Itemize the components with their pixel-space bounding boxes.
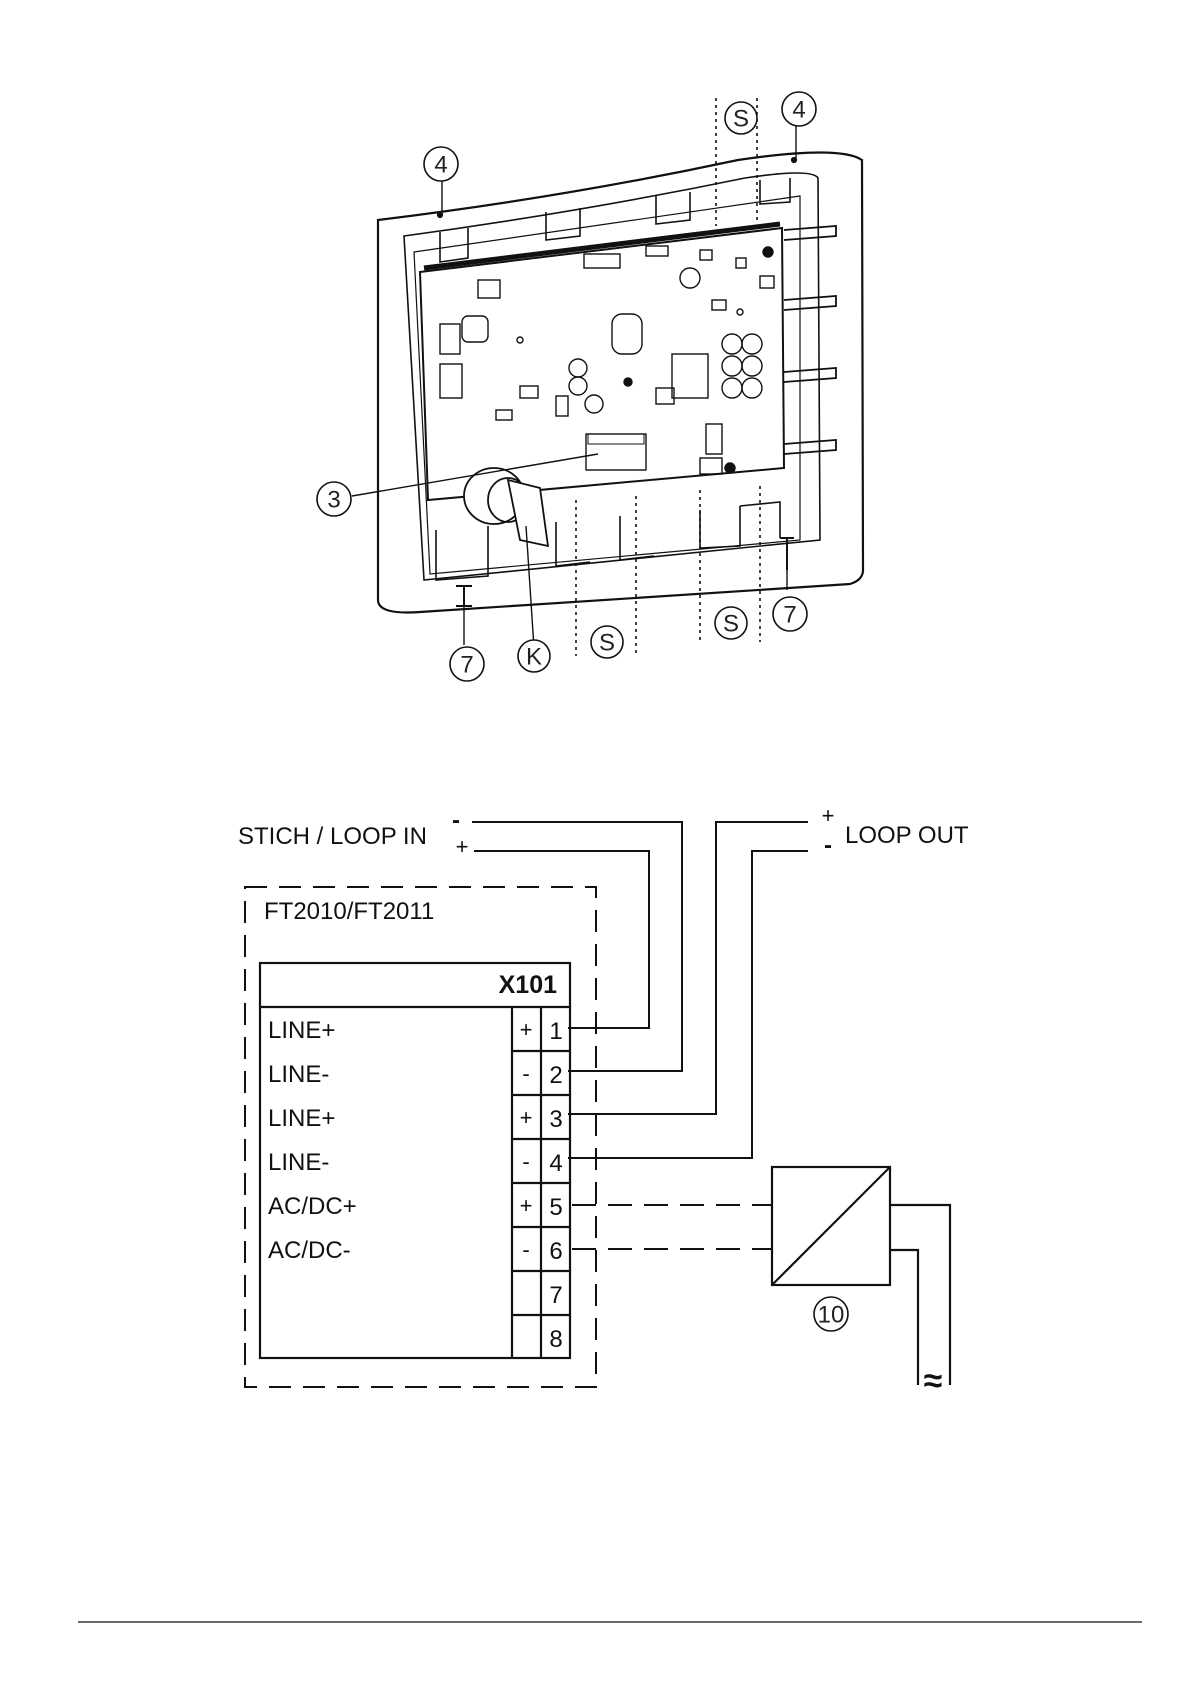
loop-in-plus: + bbox=[456, 834, 469, 859]
svg-text:LINE+: LINE+ bbox=[268, 1105, 335, 1132]
callout-cable-top: S bbox=[725, 102, 757, 134]
terminal-row: 7 bbox=[549, 1282, 562, 1309]
callout-cable-bottom-right: S bbox=[715, 607, 747, 639]
svg-text:4: 4 bbox=[434, 152, 447, 179]
wiring-diagram: STICH / LOOP IN - + + - LOOP OUT FT2010/… bbox=[238, 803, 969, 1400]
callout-terminal-block: 3 bbox=[317, 482, 351, 516]
svg-text:10: 10 bbox=[818, 1302, 845, 1329]
callout-cable-bottom-left: S bbox=[591, 626, 623, 658]
svg-text:5: 5 bbox=[549, 1194, 562, 1221]
module-name: FT2010/FT2011 bbox=[264, 898, 434, 925]
svg-text:S: S bbox=[733, 106, 749, 133]
terminal-row: AC/DC- - 6 bbox=[268, 1237, 563, 1265]
terminal-row: LINE- - 4 bbox=[268, 1149, 563, 1177]
terminal-row: LINE+ + 3 bbox=[268, 1105, 563, 1133]
svg-text:2: 2 bbox=[549, 1062, 562, 1089]
svg-text:8: 8 bbox=[549, 1326, 562, 1353]
svg-text:+: + bbox=[520, 1017, 533, 1042]
svg-text:7: 7 bbox=[783, 602, 796, 629]
svg-text:+: + bbox=[520, 1193, 533, 1218]
power-wires bbox=[572, 1205, 772, 1249]
connector-name: X101 bbox=[499, 971, 557, 999]
svg-text:K: K bbox=[526, 644, 542, 671]
svg-text:-: - bbox=[522, 1149, 529, 1174]
loop-out-plus: + bbox=[822, 803, 835, 828]
svg-text:LINE-: LINE- bbox=[268, 1149, 329, 1176]
svg-text:S: S bbox=[723, 611, 739, 638]
loop-in-label: STICH / LOOP IN bbox=[238, 823, 427, 850]
callout-mount-bottom-right: 7 bbox=[773, 597, 807, 631]
terminal-row: AC/DC+ + 5 bbox=[268, 1193, 563, 1221]
svg-text:4: 4 bbox=[549, 1150, 562, 1177]
terminal-row: LINE+ + 1 bbox=[268, 1017, 563, 1045]
callout-power-supply: 10 bbox=[814, 1297, 848, 1331]
svg-text:+: + bbox=[520, 1105, 533, 1130]
svg-text:7: 7 bbox=[460, 652, 473, 679]
callout-key-switch: K bbox=[518, 640, 550, 672]
callout-mount-top-left: 4 bbox=[424, 147, 458, 181]
svg-text:3: 3 bbox=[327, 487, 340, 514]
loop-out-minus: - bbox=[824, 832, 832, 859]
svg-text:LINE-: LINE- bbox=[268, 1061, 329, 1088]
loop-out-label: LOOP OUT bbox=[845, 822, 969, 849]
svg-text:4: 4 bbox=[792, 97, 805, 124]
callout-mount-bottom-left: 7 bbox=[450, 647, 484, 681]
svg-text:6: 6 bbox=[549, 1238, 562, 1265]
svg-text:AC/DC-: AC/DC- bbox=[268, 1237, 351, 1264]
device-illustration bbox=[378, 153, 863, 613]
svg-text:3: 3 bbox=[549, 1106, 562, 1133]
svg-text:1: 1 bbox=[549, 1018, 562, 1045]
terminal-row: 8 bbox=[549, 1326, 562, 1353]
callout-mount-top-right: 4 bbox=[782, 92, 816, 126]
svg-text:S: S bbox=[599, 630, 615, 657]
svg-text:7: 7 bbox=[549, 1282, 562, 1309]
svg-text:AC/DC+: AC/DC+ bbox=[268, 1193, 357, 1220]
power-supply-unit bbox=[772, 1167, 950, 1385]
svg-text:-: - bbox=[522, 1061, 529, 1086]
svg-text:-: - bbox=[522, 1237, 529, 1262]
terminal-row: LINE- - 2 bbox=[268, 1061, 563, 1089]
loop-in-minus: - bbox=[452, 807, 460, 834]
svg-text:LINE+: LINE+ bbox=[268, 1017, 335, 1044]
ac-mains-icon: ≈ bbox=[924, 1362, 943, 1400]
